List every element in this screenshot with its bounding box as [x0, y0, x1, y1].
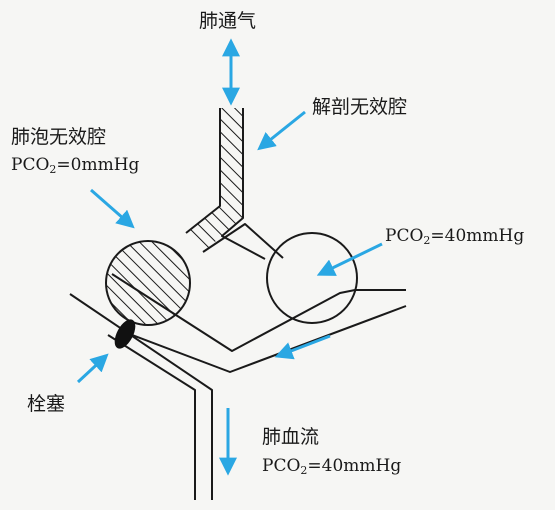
normal-alveolus-pco2-label: PCO2=40mmHg	[385, 226, 525, 247]
unperfused-alveolus	[106, 241, 190, 325]
embolus-label: 栓塞	[27, 393, 66, 415]
normal-alveolus	[266, 232, 358, 324]
airway-outline	[185, 108, 284, 260]
alveolus-pco2-pointer	[316, 242, 383, 276]
anatomic-dead-space-label: 解剖无效腔	[312, 96, 408, 118]
embolus-pointer	[76, 353, 109, 384]
alveolar-dead-space-pointer	[90, 188, 135, 229]
blood-pco2-label: PCO2=40mmHg	[262, 456, 402, 477]
anatomic-dead-space-pointer	[257, 110, 306, 151]
dead-alveolus-pco2-label: PCO2=0mmHg	[11, 155, 140, 176]
alveolar-dead-space-label: 肺泡无效腔	[11, 126, 107, 148]
hatched-dead-space-airway	[184, 108, 243, 252]
blood-flow-arrow-horizontal	[274, 334, 331, 360]
capillary-vessel	[69, 273, 407, 500]
embolus-clot	[114, 319, 136, 349]
alveolus-outline-left	[105, 240, 191, 326]
pulmonary-blood-flow-label: 肺血流	[262, 426, 320, 448]
lung-ventilation-label: 肺通气	[199, 10, 257, 32]
